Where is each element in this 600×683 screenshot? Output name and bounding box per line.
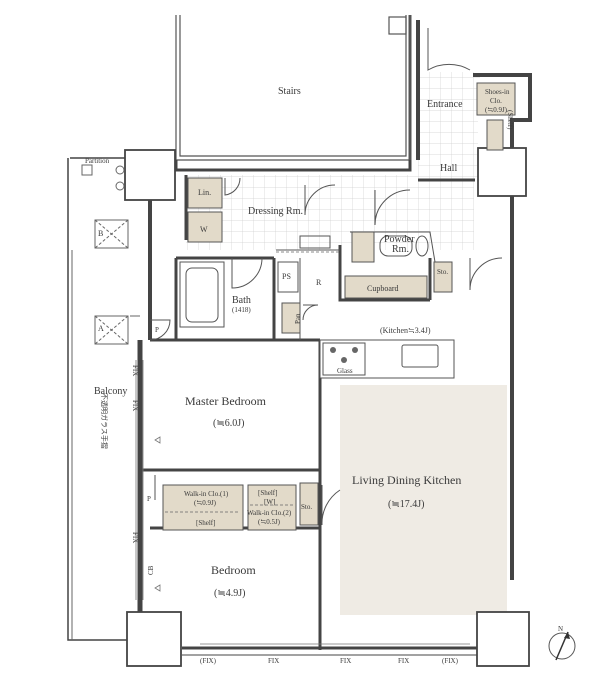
label-master-size: (≒6.0J): [213, 418, 244, 429]
label-sto-2: Sto.: [301, 503, 312, 511]
hall-tile: [418, 90, 478, 180]
label-shelf: (Shelf): [506, 110, 514, 130]
label-powder-2: Rm.: [392, 244, 409, 255]
label-stairs: Stairs: [278, 86, 301, 97]
label-partition: Partition: [85, 157, 110, 165]
compass: N: [548, 625, 576, 661]
stove-burners: [330, 347, 358, 363]
label-w: W: [200, 225, 208, 234]
label-master-bedroom: Master Bedroom: [185, 394, 267, 408]
label-glass: Glass: [337, 367, 353, 375]
entrance-tile: [420, 72, 480, 102]
door-swings: [149, 28, 503, 526]
fix-label-2: FIX: [131, 400, 139, 411]
label-sto: Sto.: [437, 268, 448, 276]
living-floor: [340, 385, 507, 615]
fix-label-4: (FIX): [200, 657, 217, 665]
label-bath-size: (1418): [232, 306, 251, 314]
label-shelf-2: [Shelf]: [258, 489, 277, 497]
balcony-detail: [71, 164, 140, 640]
fix-label-5: FIX: [268, 657, 279, 665]
label-walkin2-2: (≒0.5J): [258, 518, 281, 526]
label-bedroom: Bedroom: [211, 563, 256, 577]
label-bedroom-size: (≒4.9J): [214, 588, 245, 599]
label-powder-1: Powder: [384, 234, 415, 245]
label-walkin1-1: Walk-in Clo.(1): [184, 490, 229, 498]
label-pan: Pan: [294, 313, 302, 324]
compass-ring: [548, 632, 576, 660]
windows: [135, 360, 470, 645]
label-w-bracket: [W]: [264, 498, 275, 506]
rail-lines: [165, 251, 340, 513]
bathroom-fixtures: [179, 235, 429, 328]
label-walkin1-2: (≒0.9J): [194, 499, 217, 507]
compass-north: N: [558, 625, 563, 633]
label-entrance: Entrance: [427, 99, 463, 110]
label-shoes-1: Shoes-in: [485, 88, 510, 96]
label-r: R: [316, 278, 322, 287]
columns: [124, 147, 530, 667]
label-kitchen: (Kitchen≒3.4J): [380, 326, 431, 335]
fix-label-3: FIX: [131, 532, 139, 543]
stairs-outline: [175, 15, 412, 161]
labels: Stairs Entrance Hall Shoes-in Clo. (≒0.9…: [85, 86, 514, 665]
label-living-size: (≒17.4J): [388, 499, 424, 510]
triangle-markers: [154, 436, 161, 592]
label-balcony: Balcony: [94, 386, 127, 397]
label-glass-rail: 不透明ガラス手摺: [100, 393, 109, 449]
fix-label-6: FIX: [340, 657, 351, 665]
label-hall: Hall: [440, 163, 457, 174]
label-cupboard: Cupboard: [367, 284, 399, 293]
compass-arrow: [564, 632, 570, 639]
fix-label-8: (FIX): [442, 657, 459, 665]
label-walkin2-1: Walk-in Clo.(2): [247, 509, 292, 517]
storage-units: [162, 82, 516, 531]
label-ps: PS: [282, 272, 291, 281]
label-p-mid: P: [147, 495, 151, 503]
label-cb: CB: [147, 565, 155, 575]
fix-label-1: FIX: [131, 365, 139, 376]
label-dressing: Dressing Rm.: [248, 206, 303, 217]
label-unit-b: B: [98, 229, 103, 238]
label-shelf-1: [Shelf]: [196, 519, 215, 527]
label-living: Living Dining Kitchen: [352, 473, 461, 487]
label-bath: Bath: [232, 295, 251, 306]
label-lin: Lin.: [198, 188, 211, 197]
label-shoes-2: Clo.: [490, 97, 502, 105]
label-unit-a: A: [98, 324, 104, 333]
fix-label-7: FIX: [398, 657, 409, 665]
label-p-top: P: [155, 326, 159, 334]
label-shoes-3: (≒0.9J): [485, 106, 508, 114]
